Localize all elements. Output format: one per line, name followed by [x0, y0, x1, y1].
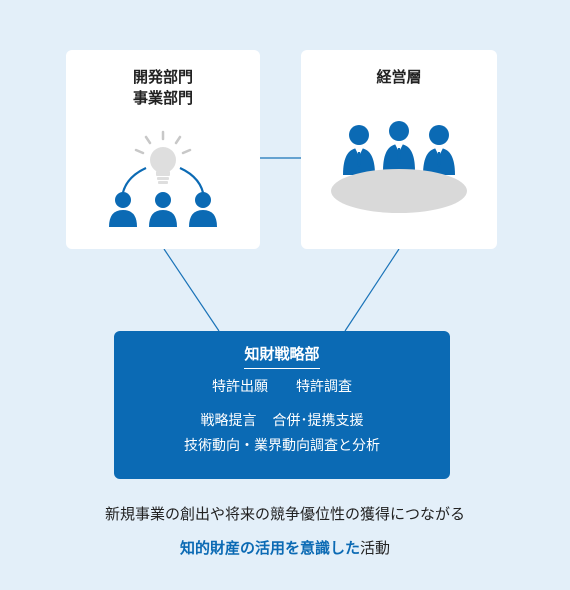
caption-line-1: 新規事業の創出や将来の競争優位性の獲得につながる [104, 505, 465, 523]
task-alliance-support: 合併･提携支援 [272, 413, 364, 429]
caption-line-2: 知的財産の活用を意識した活動 [0, 537, 570, 558]
caption-highlight: 知的財産の活用を意識した [179, 539, 360, 557]
connector-management-ip [344, 248, 400, 332]
management-label: 経営層 [376, 68, 422, 86]
dev-business-card: 開発部門 事業部門 [66, 50, 260, 249]
idea-team-icon [109, 130, 217, 227]
business-department-label: 事業部門 [132, 89, 193, 107]
connector-dev-ip [163, 248, 220, 332]
caption-rest: 活動 [360, 539, 391, 557]
task-trend-survey: 技術動向・業界動向調査と分析 [184, 438, 380, 454]
dev-department-label: 開発部門 [132, 68, 193, 86]
ip-strategy-title: 知財戦略部 [244, 343, 320, 369]
task-patent-application: 特許出願 [212, 379, 268, 395]
board-meeting-icon [331, 121, 467, 213]
ip-strategy-department: 知財戦略部 特許出願 特許調査 戦略提言合併･提携支援 技術動向・業界動向調査と分… [114, 331, 450, 479]
management-card: 経営層 [301, 50, 497, 249]
task-patent-search: 特許調査 [296, 379, 352, 395]
task-strategy-proposal: 戦略提言 [200, 413, 257, 429]
